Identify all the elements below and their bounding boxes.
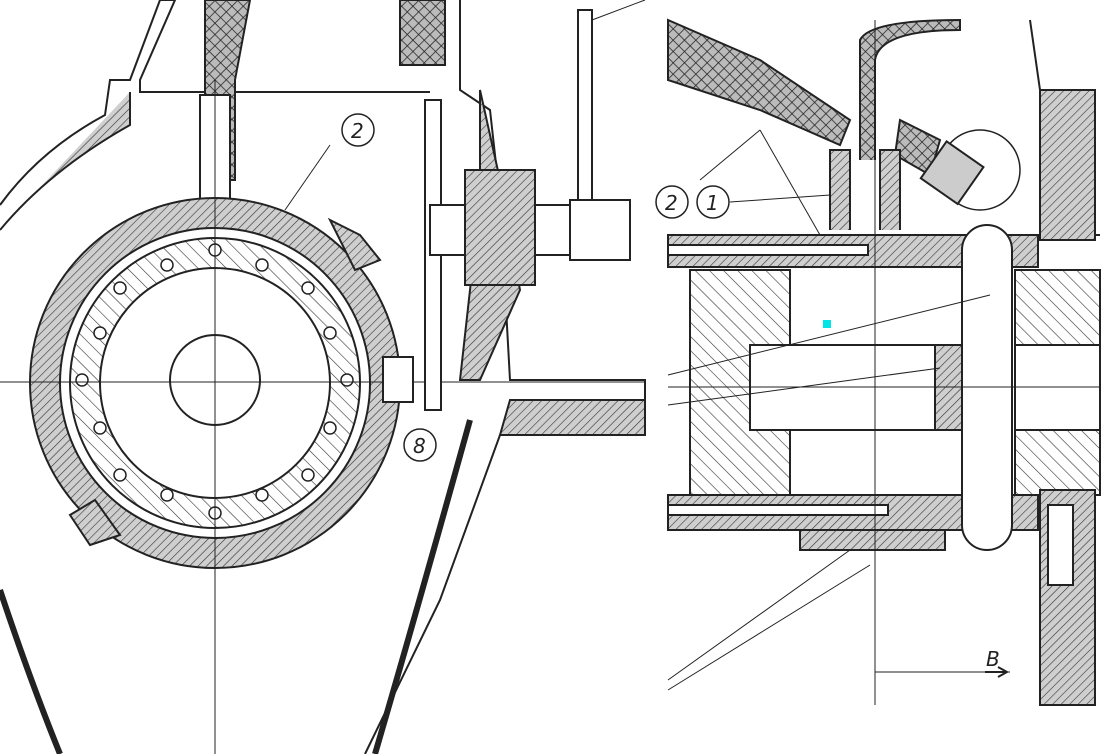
callout-1-label: 1 [706,191,719,215]
callout-circle-2-right [655,185,689,219]
bolt-holes [75,243,354,520]
callout-2-label: 2 [351,119,364,143]
right-view [655,18,1101,706]
callout-8-label: 8 [413,434,426,458]
callout-circle-1 [696,185,730,219]
housing-outline [0,0,430,206]
cursor-marker [823,320,831,328]
left-view [0,0,646,754]
callout-circle-2 [341,113,375,147]
callout-2-right-label: 2 [665,191,678,215]
hose [667,18,852,147]
callout-circle-8 [403,428,437,462]
section-marker-b: B [986,647,1000,671]
